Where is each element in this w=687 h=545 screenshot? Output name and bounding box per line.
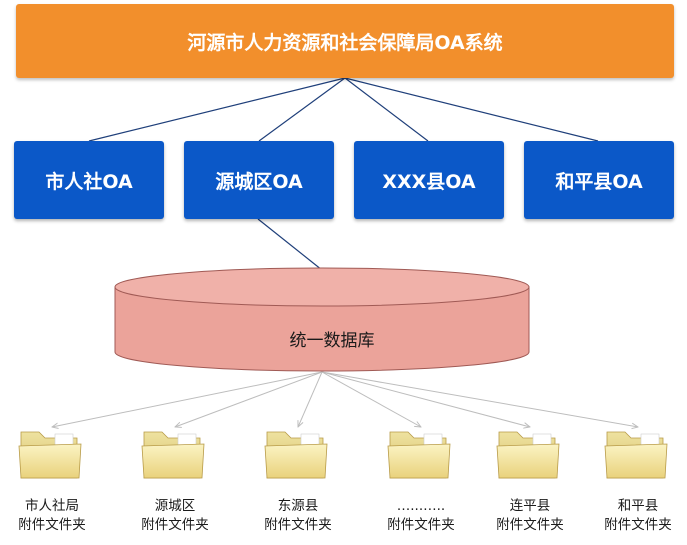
folder-caption-3-line1: 东源县 bbox=[277, 498, 319, 514]
folder-caption-5-line1: 连平县 bbox=[509, 498, 551, 514]
arrow-to-folder-6 bbox=[321, 371, 638, 427]
folder-caption-1-line2: 附件文件夹 bbox=[18, 517, 86, 533]
arrow-to-folder-2 bbox=[175, 371, 323, 427]
folder-caption-4: …...….. 附件文件夹 bbox=[366, 497, 476, 535]
folder-icon bbox=[264, 431, 328, 479]
oa-box-1: 市人社OA bbox=[14, 141, 164, 219]
connector-oa-to-database bbox=[257, 218, 323, 271]
folder-caption-5: 连平县 附件文件夹 bbox=[475, 497, 585, 535]
oa-label-2: 源城区OA bbox=[215, 170, 303, 193]
folder-caption-4-line1: …...….. bbox=[396, 498, 446, 514]
folder-caption-4-line2: 附件文件夹 bbox=[387, 517, 455, 533]
top-system-box: 河源市人力资源和社会保障局OA系统 bbox=[16, 4, 674, 78]
database-label: 统一数据库 bbox=[289, 331, 375, 351]
connector-top-to-oa-1 bbox=[88, 77, 346, 142]
folder-caption-6: 和平县 附件文件夹 bbox=[583, 497, 687, 535]
oa-box-4: 和平县OA bbox=[524, 141, 674, 219]
folder-caption-6-line2: 附件文件夹 bbox=[604, 517, 672, 533]
folder-icon bbox=[604, 431, 668, 479]
arrow-to-folder-5 bbox=[321, 371, 530, 427]
arrow-to-folder-4 bbox=[321, 371, 421, 427]
folder-caption-2-line1: 源城区 bbox=[154, 498, 196, 514]
oa-box-3: XXX县OA bbox=[354, 141, 504, 219]
folder-caption-2-line2: 附件文件夹 bbox=[141, 517, 209, 533]
folder-caption-1: 市人社局 附件文件夹 bbox=[0, 497, 107, 535]
folder-caption-5-line2: 附件文件夹 bbox=[496, 517, 564, 533]
arrow-to-folder-3 bbox=[298, 371, 323, 427]
oa-label-4: 和平县OA bbox=[555, 170, 643, 193]
folder-icon bbox=[18, 431, 82, 479]
folder-caption-3: 东源县 附件文件夹 bbox=[243, 497, 353, 535]
connector-top-to-oa-2 bbox=[258, 77, 346, 142]
oa-box-2: 源城区OA bbox=[184, 141, 334, 219]
folder-icon bbox=[496, 431, 560, 479]
database-cylinder bbox=[114, 267, 530, 372]
folder-caption-1-line1: 市人社局 bbox=[25, 498, 79, 514]
oa-label-3: XXX县OA bbox=[382, 170, 476, 193]
folder-icon bbox=[387, 431, 451, 479]
connector-top-to-oa-4 bbox=[344, 77, 599, 142]
folder-caption-3-line2: 附件文件夹 bbox=[264, 517, 332, 533]
connector-top-to-oa-3 bbox=[344, 77, 429, 142]
system-title: 河源市人力资源和社会保障局OA系统 bbox=[187, 31, 503, 54]
folder-caption-6-line1: 和平县 bbox=[617, 498, 659, 514]
arrow-to-folder-1 bbox=[52, 371, 323, 427]
folder-caption-2: 源城区 附件文件夹 bbox=[120, 497, 230, 535]
oa-label-1: 市人社OA bbox=[45, 170, 133, 193]
folder-icon bbox=[141, 431, 205, 479]
